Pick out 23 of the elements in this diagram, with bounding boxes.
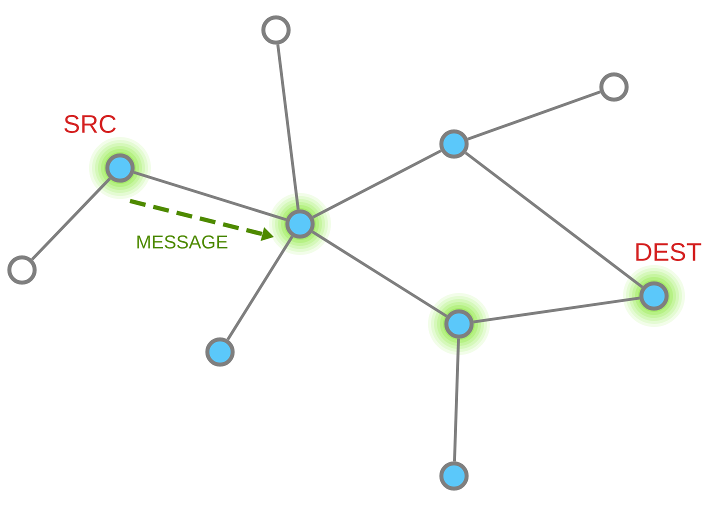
connector-line [226,236,294,340]
network-node [620,262,688,330]
connector-line [134,170,286,222]
connector-line [276,44,300,210]
network-node [86,134,154,202]
network-node [439,461,469,491]
network-node [7,255,37,285]
node-label: SRC [64,115,116,133]
network-node [205,337,235,367]
connector-line [312,230,448,318]
connector-line [31,178,111,260]
network-node [439,129,469,159]
network-node [261,15,291,45]
node-label: DEST [636,243,702,261]
connector-line [464,152,644,288]
network-node [599,72,629,102]
network-node [425,290,493,358]
network-node [266,190,334,258]
connector-line [467,90,601,140]
connector-line [473,296,640,324]
connector-line [312,149,442,219]
edge-label: MESSAGE [137,235,228,249]
connector-line [453,338,460,462]
